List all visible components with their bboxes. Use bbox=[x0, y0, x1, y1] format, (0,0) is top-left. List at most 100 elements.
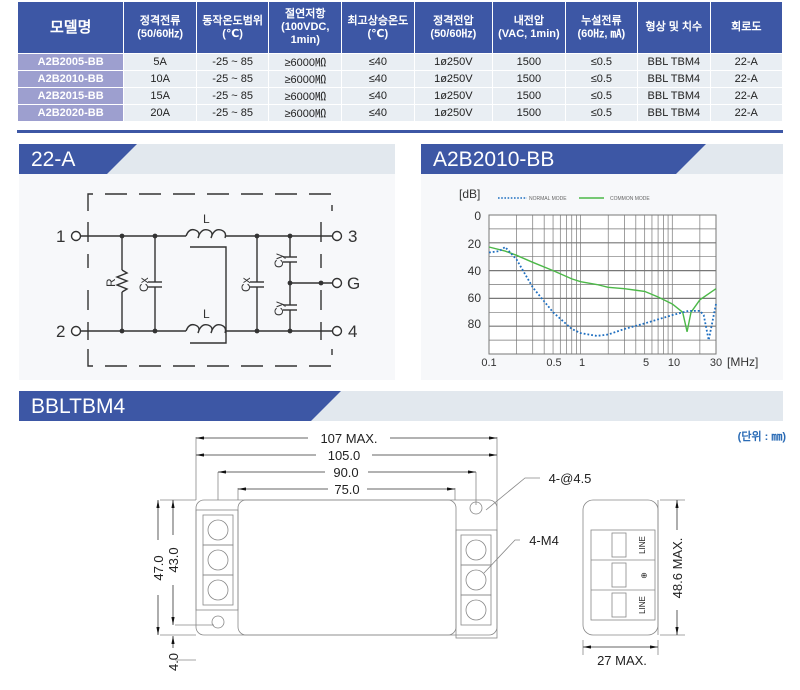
terminal-3-icon bbox=[331, 230, 343, 242]
header-subtext: (℃) bbox=[222, 27, 243, 40]
header-text: 최고상승온도 bbox=[347, 14, 409, 27]
cell-rated-current: 15A bbox=[124, 88, 196, 104]
cell-rated-voltage: 1ø250V bbox=[414, 105, 493, 121]
terminal-4-icon bbox=[331, 325, 343, 337]
cell-model: A2B2020-BB bbox=[18, 105, 124, 121]
x-tick: 10 bbox=[668, 357, 680, 369]
header-subtext: (VAC, 1min) bbox=[498, 27, 560, 40]
legend-normal-label: NORMAL MODE bbox=[529, 196, 567, 202]
cell-shape: BBL TBM4 bbox=[638, 105, 710, 121]
cell-operating-temp: -25 ~ 85 bbox=[196, 71, 269, 87]
cell-leakage: ≤0.5 bbox=[565, 71, 638, 87]
x-tick: 5 bbox=[643, 357, 649, 369]
header-circuit: 회로도 bbox=[710, 2, 782, 53]
terminal-2-icon bbox=[70, 325, 82, 337]
dim-side-depth: 27 MAX. bbox=[597, 653, 647, 668]
cell-temp-rise: ≤40 bbox=[342, 54, 414, 70]
dim-side-height: 48.6 MAX. bbox=[670, 538, 685, 599]
cell-model: A2B2010-BB bbox=[18, 71, 124, 87]
resistor-label: R bbox=[104, 278, 118, 287]
cell-shape: BBL TBM4 bbox=[638, 71, 710, 87]
circuit-panel: 1 2 3 G 4 L L R Cx Cx Cy Cy bbox=[19, 174, 395, 380]
header-text: 동작온도범위 bbox=[202, 14, 263, 27]
cell-withstand: 1500 bbox=[493, 105, 565, 121]
x-tick: 30 bbox=[710, 357, 722, 369]
cx-right-label: Cx bbox=[239, 277, 253, 292]
dimension-drawing: 107 MAX. 105.0 90.0 75.0 47.0 43.0 4.0 4… bbox=[151, 431, 685, 671]
terminal-1-icon bbox=[70, 230, 82, 242]
inductor-core bbox=[190, 246, 227, 344]
x-axis-unit: [MHz] bbox=[727, 355, 758, 369]
unit-note: (단위 : ㎜) bbox=[737, 431, 786, 443]
dim-height-mount: 43.0 bbox=[166, 547, 181, 572]
dim-height-total: 47.0 bbox=[151, 555, 166, 580]
header-text: 정격전압 bbox=[433, 14, 474, 27]
dim-mount-pitch: 105.0 bbox=[328, 448, 361, 463]
header-subtext: (100VDC, bbox=[281, 21, 330, 33]
cell-rated-current: 10A bbox=[124, 71, 196, 87]
dim-screw: 4-M4 bbox=[529, 533, 559, 548]
cell-circuit: 22-A bbox=[710, 105, 782, 121]
cell-insulation: ≥6000㏁ bbox=[269, 88, 342, 104]
cell-circuit: 22-A bbox=[710, 71, 782, 87]
header-text: 모델명 bbox=[49, 19, 92, 36]
circuit-section-title: 22-A bbox=[19, 144, 137, 174]
cell-rated-voltage: 1ø250V bbox=[414, 54, 493, 70]
dim-body-length: 75.0 bbox=[334, 482, 359, 497]
header-subtext: (50/60㎐) bbox=[137, 27, 184, 40]
cell-insulation: ≥6000㏁ bbox=[269, 54, 342, 70]
cx-left-label: Cx bbox=[137, 277, 151, 292]
header-rated-voltage: 정격전압(50/60㎐) bbox=[414, 2, 493, 53]
x-tick-labels: 0.1 0.5 1 5 10 30 bbox=[481, 357, 722, 369]
attenuation-chart: [dB] NORMAL MODE COMMON MODE 0 20 40 60 … bbox=[459, 187, 758, 369]
cell-insulation: ≥6000㏁ bbox=[269, 71, 342, 87]
header-text: 정격전류 bbox=[139, 14, 181, 27]
cell-operating-temp: -25 ~ 85 bbox=[196, 105, 269, 121]
terminal-g-label: G bbox=[347, 274, 360, 293]
header-operating-temp: 동작온도범위(℃) bbox=[196, 2, 269, 53]
cell-operating-temp: -25 ~ 85 bbox=[196, 54, 269, 70]
circuit-section-header: 22-A bbox=[19, 144, 395, 174]
cell-temp-rise: ≤40 bbox=[342, 71, 414, 87]
side-label-line-bottom: LINE bbox=[638, 596, 647, 614]
chart-grid bbox=[488, 214, 717, 355]
header-shape-dimension: 형상 및 치수 bbox=[638, 2, 710, 53]
header-subtext: (60㎐, ㎃) bbox=[577, 27, 626, 40]
dim-terminal-span: 90.0 bbox=[333, 465, 358, 480]
header-text: 누설전류 bbox=[581, 14, 622, 27]
cell-circuit: 22-A bbox=[710, 88, 782, 104]
header-withstand-voltage: 내전압(VAC, 1min) bbox=[493, 2, 565, 53]
y-tick-labels: 0 20 40 60 80 bbox=[468, 209, 482, 331]
circuit-diagram: 1 2 3 G 4 L L R Cx Cx Cy Cy bbox=[56, 193, 360, 367]
cell-model: A2B2005-BB bbox=[18, 54, 124, 70]
chart-section-header: A2B2010-BB bbox=[421, 144, 783, 174]
header-insulation-resistance: 절연저항(100VDC,1min) bbox=[269, 2, 342, 53]
cell-rated-current: 20A bbox=[124, 105, 196, 121]
cell-withstand: 1500 bbox=[493, 71, 565, 87]
enclosure-top bbox=[87, 193, 333, 211]
y-tick: 80 bbox=[468, 317, 482, 331]
cy-top-label: Cy bbox=[272, 253, 286, 268]
normal-mode-line bbox=[488, 245, 717, 341]
y-axis-unit: [dB] bbox=[459, 187, 480, 201]
terminal-g-icon bbox=[331, 277, 343, 289]
inductor-top-label: L bbox=[203, 212, 210, 226]
cell-leakage: ≤0.5 bbox=[565, 88, 638, 104]
dimension-section-header: BBLTBM4 bbox=[19, 391, 783, 421]
inductor-bottom-label: L bbox=[203, 307, 210, 321]
y-tick: 0 bbox=[474, 209, 481, 223]
header-rated-current: 정격전류(50/60㎐) bbox=[124, 2, 196, 53]
cell-operating-temp: -25 ~ 85 bbox=[196, 88, 269, 104]
legend-common-label: COMMON MODE bbox=[610, 196, 650, 202]
cell-withstand: 1500 bbox=[493, 88, 565, 104]
cell-withstand: 1500 bbox=[493, 54, 565, 70]
terminal-1-label: 1 bbox=[56, 227, 65, 246]
table-bottom-rule bbox=[17, 130, 783, 133]
spec-table: 모델명 정격전류(50/60㎐) 동작온도범위(℃) 절연저항(100VDC,1… bbox=[17, 1, 783, 122]
side-label-line-top: LINE bbox=[638, 536, 647, 554]
enclosure-bottom bbox=[87, 349, 333, 367]
x-tick: 0.5 bbox=[546, 357, 561, 369]
